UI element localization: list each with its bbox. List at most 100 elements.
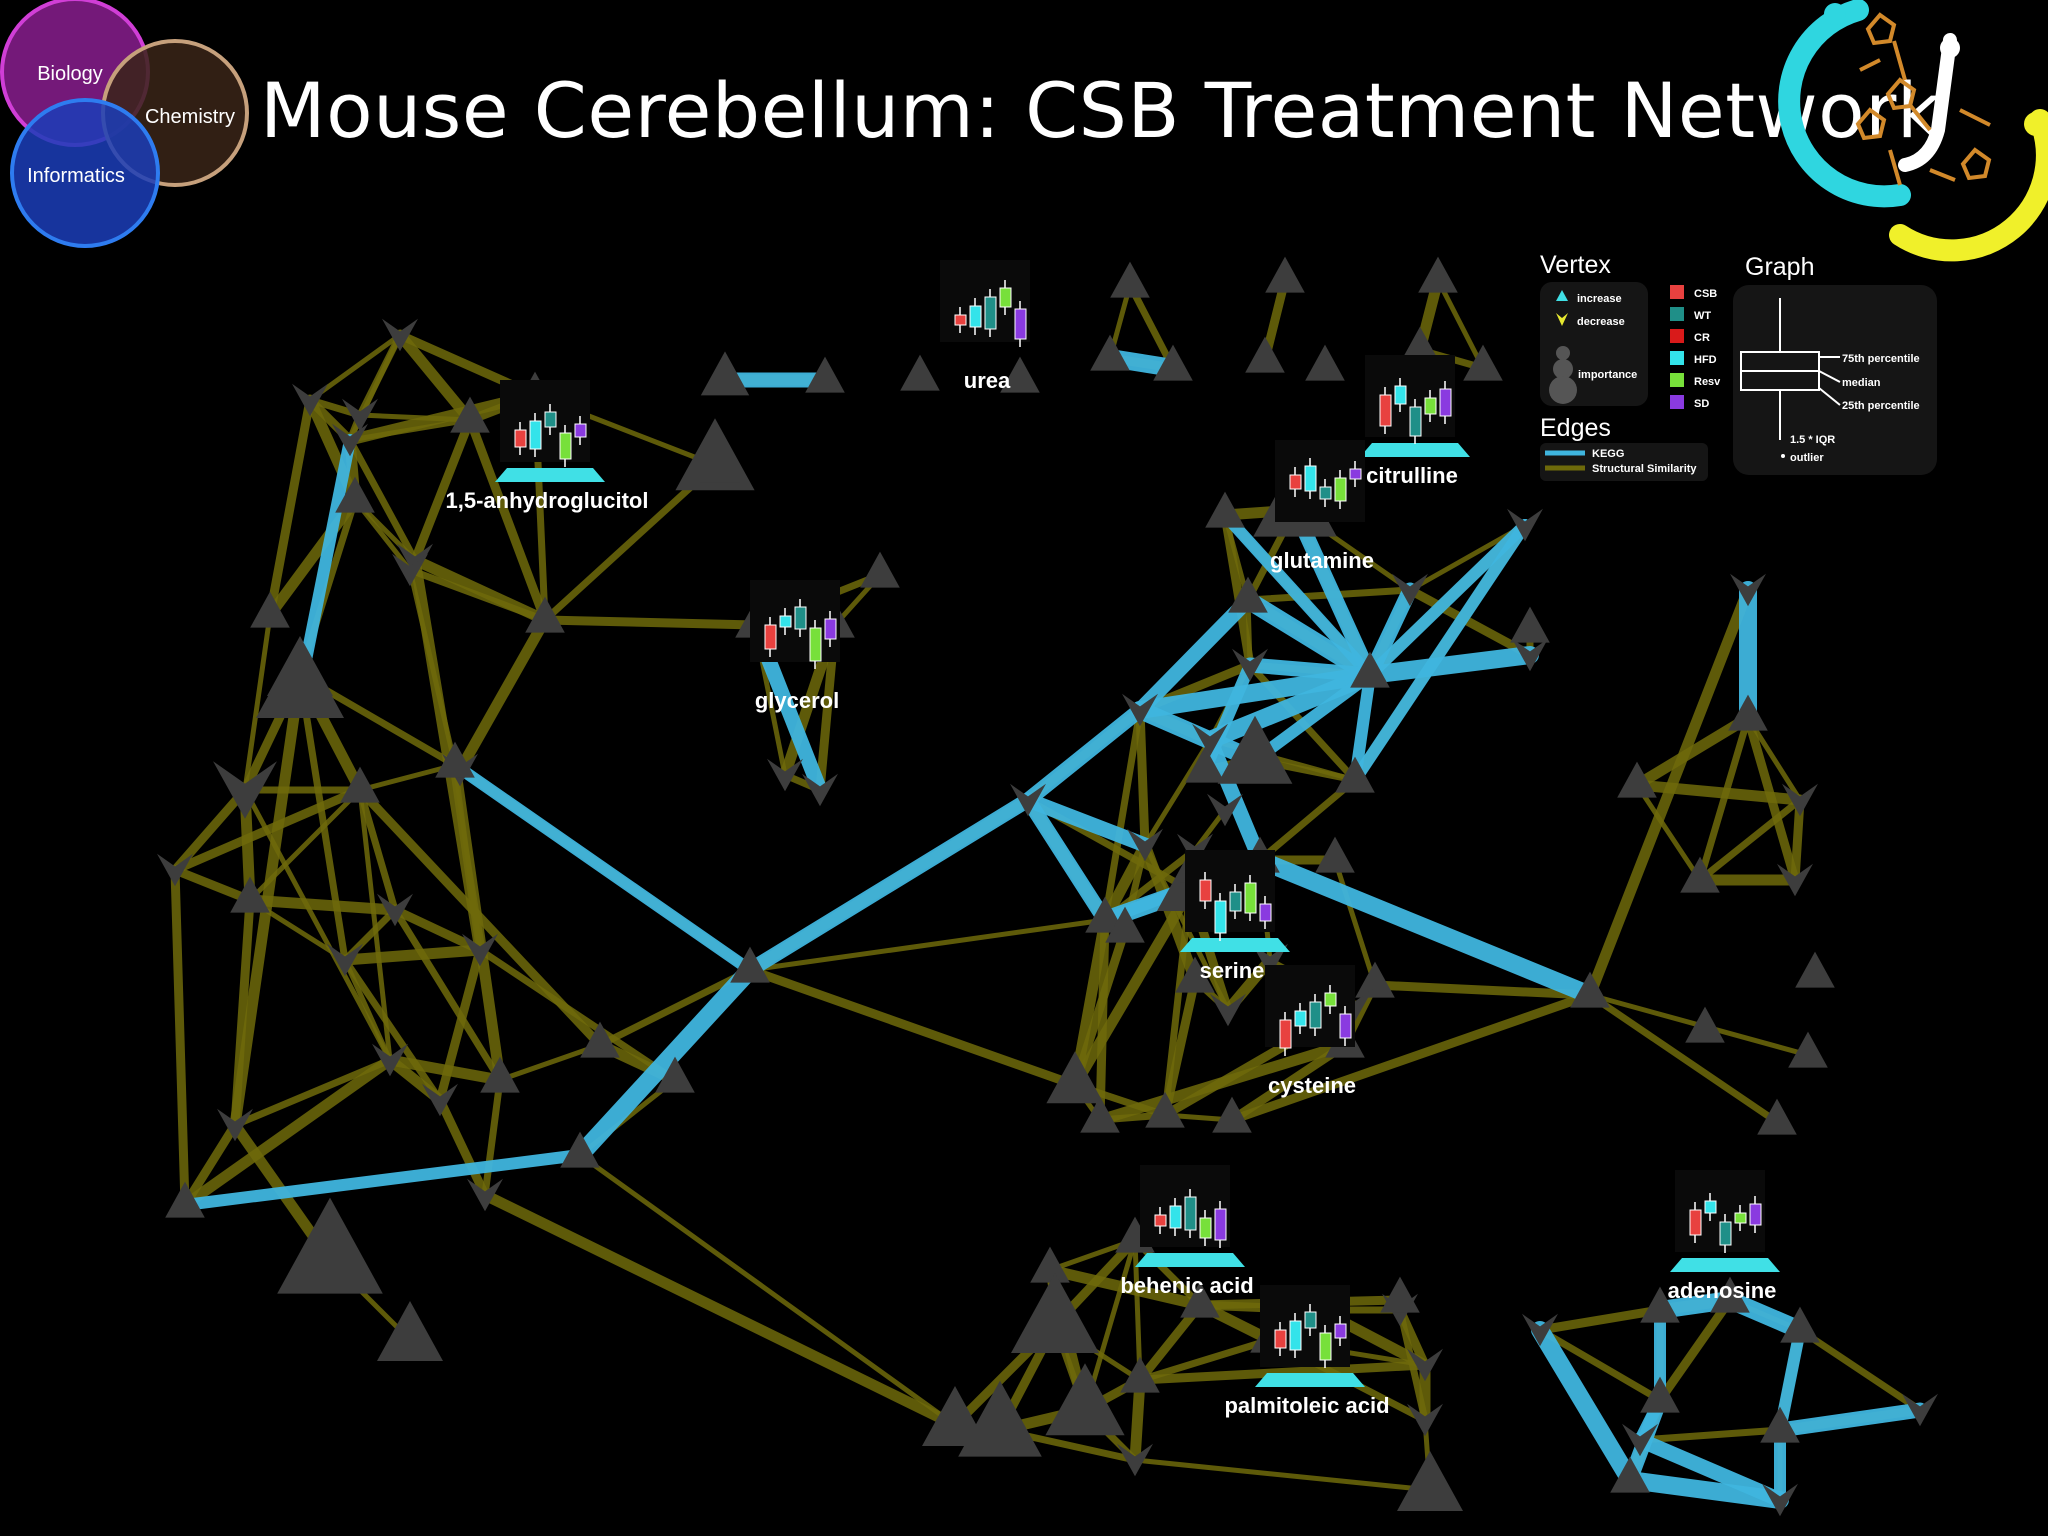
structural-edge: [346, 436, 419, 564]
white-head-icon: [1940, 38, 1960, 58]
decrease-vertex-icon: [392, 553, 428, 587]
decrease-vertex-icon: [1127, 828, 1163, 862]
structural-edge: [1696, 714, 1752, 884]
boxplot-box: [1324, 992, 1337, 1007]
decrease-vertex-icon: [1730, 573, 1766, 607]
increase-vertex-icon: [377, 1301, 443, 1361]
increase-vertex-icon: [450, 396, 490, 433]
kegg-edge: [1287, 502, 1378, 683]
boxplot-box: [1274, 1329, 1287, 1349]
structural-edge: [339, 944, 486, 966]
venn-informatics-circle: [10, 98, 160, 248]
structural-edge: [1745, 715, 1803, 803]
structural-edge: [170, 785, 250, 875]
increase-vertex-icon: [805, 356, 845, 393]
increase-vertex-icon: [1011, 1273, 1099, 1353]
structural-edge: [1631, 779, 1806, 806]
decrease-vertex-icon: [292, 383, 328, 417]
node-label-palmitoleic: palmitoleic acid: [1224, 1393, 1389, 1418]
boxplot-box: [1279, 1019, 1292, 1049]
boxplot-box: [969, 305, 982, 328]
boxplot-box: [1289, 1320, 1302, 1351]
increase-vertex-icon: [277, 1197, 383, 1294]
decrease-vertex-icon: [1210, 993, 1246, 1027]
structural-edge: [1536, 1326, 1664, 1404]
increase-vertex-icon: [1640, 1286, 1680, 1323]
boxplot-box: [1229, 891, 1242, 912]
decrease-vertex-icon: [1122, 693, 1158, 727]
boxplot-box: [1169, 1205, 1182, 1229]
increase-vertex-icon: [700, 351, 750, 396]
decrease-vertex-icon: [422, 1083, 458, 1117]
structural-edge: [231, 1056, 394, 1129]
increase-vertex-icon: [1305, 344, 1345, 381]
decrease-vertex-icon: [1232, 648, 1268, 682]
decrease-vertex-icon: [1522, 1313, 1558, 1347]
kegg-edge: [1361, 646, 1539, 684]
structural-edge: [1636, 1426, 1784, 1444]
structural-edge: [540, 615, 760, 630]
structural-edge: [357, 787, 393, 1063]
increase-vertex-icon: [1640, 1376, 1680, 1413]
increase-vertex-icon: [1685, 1006, 1725, 1043]
decrease-vertex-icon: [217, 1108, 253, 1142]
boxplot-box: [1289, 474, 1302, 490]
legend-vertex-title: Vertex: [1540, 251, 1611, 279]
structural-edge: [1535, 1305, 1665, 1335]
boxplot-box: [1349, 468, 1362, 480]
legend-group-label: CR: [1694, 332, 1710, 344]
decrease-vertex-icon: [1192, 723, 1228, 757]
decrease-vertex-icon: [377, 893, 413, 927]
increase-vertex-icon: [435, 741, 475, 778]
decrease-vertex-icon: [1777, 863, 1813, 897]
increase-base-icon: [1135, 1253, 1245, 1267]
kegg-edge: [742, 792, 1036, 978]
structural-edge: [394, 329, 476, 426]
legend-importance-label: importance: [1578, 369, 1637, 381]
increase-vertex-icon: [1205, 491, 1245, 528]
kegg-edge: [1020, 792, 1153, 853]
increase-vertex-icon: [340, 766, 380, 803]
structural-edge: [1139, 839, 1201, 986]
structural-edge: [1586, 991, 1781, 1126]
structural-edge: [170, 865, 190, 1210]
legend-swatch-wt: [1670, 307, 1684, 321]
decrease-vertex-icon: [327, 943, 363, 977]
yellow-arc-icon: [1889, 109, 2048, 262]
structural-edge: [1370, 980, 1595, 1000]
boxplot-box: [514, 429, 527, 448]
structural-edge: [1634, 782, 1703, 883]
kegg-edge: [1349, 519, 1531, 786]
node-labels: urea1,5-anhydroglucitolglycerolcitrullin…: [446, 368, 1777, 1418]
boxplot-box: [559, 432, 572, 460]
decrease-vertex-icon: [767, 758, 803, 792]
yellow-dot-icon: [2024, 112, 2048, 136]
boxplot-box: [764, 624, 777, 650]
structural-edge: [384, 1054, 506, 1086]
structural-edge: [180, 1120, 240, 1210]
decrease-vertex-icon: [382, 318, 418, 352]
structural-edge: [265, 395, 315, 620]
increase-vertex-icon: [1680, 856, 1720, 893]
increase-vertex-icon: [1212, 1096, 1252, 1133]
increase-vertex-icon: [165, 1181, 205, 1218]
increase-vertex-icon: [1180, 1281, 1220, 1318]
cyan-dot-icon: [1824, 3, 1846, 25]
increase-vertex-icon: [860, 551, 900, 588]
legend-swatch-sd: [1670, 395, 1684, 409]
legend-swatch-hfd: [1670, 351, 1684, 365]
boxplot-box: [1409, 406, 1422, 437]
structural-edge: [264, 494, 361, 621]
increase-vertex-icon: [1185, 746, 1225, 783]
increase-vertex-icon: [700, 446, 740, 483]
node-label-adenosine: adenosine: [1668, 1278, 1777, 1303]
structural-edge: [170, 785, 365, 875]
increase-vertex-icon: [1265, 256, 1305, 293]
kegg-edge: [449, 759, 756, 976]
outlier-dot-icon: [1781, 454, 1785, 458]
boxplot-box: [1339, 1013, 1352, 1039]
boxplot-box: [1199, 879, 1212, 902]
boxplot-box: [1719, 1221, 1732, 1246]
decrease-vertex-icon: [1762, 1483, 1798, 1517]
